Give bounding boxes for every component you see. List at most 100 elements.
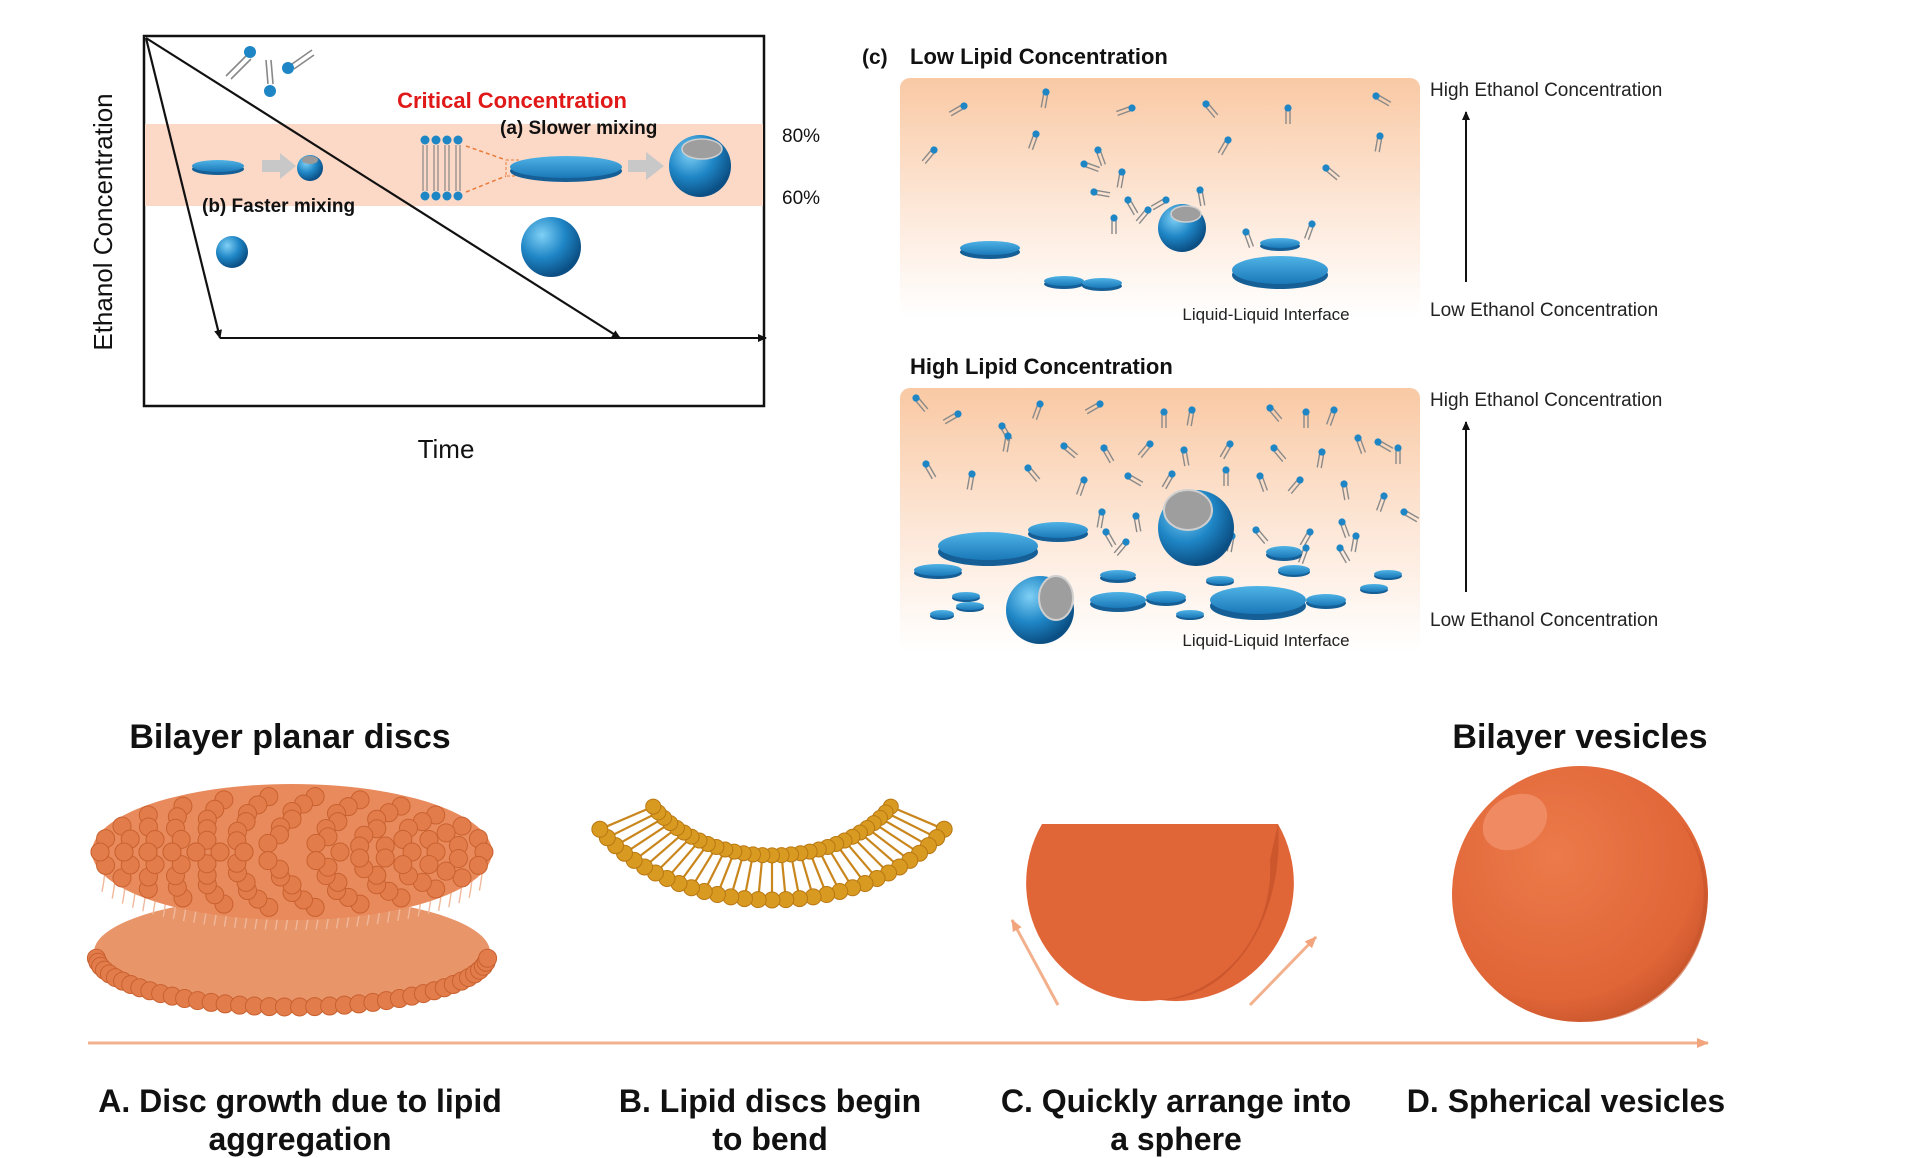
free-lipid-icon xyxy=(1325,406,1338,426)
free-lipid-icon xyxy=(948,102,968,117)
critical-concentration-label: Critical Concentration xyxy=(397,88,627,113)
panel-c: (c) Low Lipid Concentration Liquid-Liqui… xyxy=(862,44,1662,652)
bilayer-stack-icon xyxy=(420,135,521,201)
low-free-lipids xyxy=(921,88,1392,248)
high-high-ethanol-label: High Ethanol Concentration xyxy=(1430,390,1662,411)
free-lipid-icon xyxy=(1027,130,1040,150)
pct-60-label: 60% xyxy=(782,188,820,209)
free-lipid-icon xyxy=(1002,432,1012,453)
free-lipid-icon xyxy=(1394,444,1402,464)
free-lipid-icon xyxy=(1186,406,1196,427)
free-lipid-icon xyxy=(1354,434,1367,454)
free-lipid-icon xyxy=(1113,538,1130,556)
free-lipid-icon xyxy=(1135,206,1152,224)
faster-mixing-label: (b) Faster mixing xyxy=(202,196,355,217)
small-vesicle xyxy=(297,155,323,181)
fast-sphere xyxy=(216,236,248,268)
free-lipid-icon xyxy=(1202,100,1219,118)
free-lipid-icon xyxy=(1060,442,1078,459)
free-lipid-icon xyxy=(1124,196,1139,216)
free-lipid-icon xyxy=(1075,476,1088,496)
caption-c-line1: C. Quickly arrange into xyxy=(1000,1083,1352,1119)
free-lipid-icon xyxy=(1256,472,1269,492)
fast-mixing-line xyxy=(144,37,222,339)
free-lipid-icon xyxy=(1336,544,1351,564)
low-lipid-box xyxy=(900,78,1420,318)
free-lipid-icon xyxy=(1110,214,1118,234)
caption-a-line2: aggregation xyxy=(208,1121,392,1157)
free-lipid-icon xyxy=(1161,470,1176,490)
ethanol-time-plot: Critical Concentration (a) Slower mixing… xyxy=(88,34,820,464)
free-lipid-icon xyxy=(912,394,929,412)
high-vesicle-1 xyxy=(1158,489,1234,566)
free-lipid-icon xyxy=(1180,446,1190,467)
free-lipid-icon xyxy=(1297,544,1310,564)
large-disc xyxy=(510,156,622,182)
free-lipid-icon xyxy=(1219,440,1234,460)
caption-b-line2: to bend xyxy=(712,1121,828,1157)
free-lipid-icon xyxy=(1031,400,1044,420)
free-lipid-icon xyxy=(1222,466,1230,486)
free-lipid-icon xyxy=(1102,528,1117,548)
low-discs xyxy=(960,238,1328,291)
high-discs xyxy=(914,522,1402,620)
vesicle-sphere-illustration xyxy=(1452,766,1708,1023)
free-lipid-icon xyxy=(1302,408,1310,428)
low-vesicle xyxy=(1158,204,1206,252)
large-vesicle xyxy=(669,135,731,197)
free-lipid-icon xyxy=(1303,220,1316,240)
free-lipid-icon xyxy=(1132,512,1142,533)
panel-c-tag: (c) xyxy=(862,46,888,69)
free-lipid-icon xyxy=(1096,508,1106,529)
caption-c: C. Quickly arrange into a sphere xyxy=(976,1082,1376,1158)
slow-mixing-line xyxy=(145,37,621,339)
bilayer-vesicles-title: Bilayer vesicles xyxy=(1452,718,1707,756)
rise-arrow-right xyxy=(1248,935,1318,1007)
free-lipid-icon xyxy=(942,410,962,425)
plot-frame xyxy=(142,34,766,408)
free-lipid-icon xyxy=(1270,444,1287,462)
free-lipid-icon xyxy=(1040,88,1050,109)
free-lipid-icon xyxy=(1316,448,1326,469)
free-lipid-icon xyxy=(1150,196,1170,211)
free-lipid-icon xyxy=(1137,440,1154,458)
pct-80-label: 80% xyxy=(782,126,820,147)
free-lipid-icon xyxy=(1266,404,1283,422)
free-lipid-icon xyxy=(1338,518,1351,538)
free-lipid-icon xyxy=(1090,188,1111,198)
free-lipid-icon xyxy=(1160,408,1168,428)
free-lipid-icon xyxy=(1080,160,1100,173)
free-lipid-icon xyxy=(1024,464,1041,482)
caption-b-line1: B. Lipid discs begin xyxy=(618,1083,922,1119)
rise-arrow-left xyxy=(1010,919,1060,1006)
gray-arrow-small xyxy=(262,153,296,179)
free-lipid-icon xyxy=(1284,104,1292,124)
free-lipid-cluster xyxy=(225,46,315,97)
bending-disc-illustration xyxy=(591,798,953,909)
caption-c-line2: a sphere xyxy=(1110,1121,1242,1157)
gray-arrow-large xyxy=(628,152,664,180)
free-lipid-icon xyxy=(1287,476,1304,494)
y-axis-label: Ethanol Concentration xyxy=(88,93,118,350)
free-lipid-icon xyxy=(1116,168,1126,189)
free-lipid-icon xyxy=(1322,164,1340,181)
bilayer-disc-illustration xyxy=(86,784,498,1017)
free-lipid-icon xyxy=(1242,228,1255,248)
low-lipid-title: Low Lipid Concentration xyxy=(910,44,1168,69)
free-lipid-icon xyxy=(1094,146,1107,166)
caption-d: D. Spherical vesicles xyxy=(1376,1082,1756,1120)
caption-a-line1: A. Disc growth due to lipid xyxy=(98,1083,502,1119)
vesicle-formation-sequence: Bilayer planar discs Bilayer vesicles xyxy=(86,718,1709,1048)
slower-mixing-label: (a) Slower mixing xyxy=(500,118,657,139)
caption-d-line1: D. Spherical vesicles xyxy=(1406,1083,1726,1119)
free-lipid-icon xyxy=(1124,472,1144,487)
caption-a: A. Disc growth due to lipid aggregation xyxy=(70,1082,530,1158)
x-axis-label: Time xyxy=(418,434,475,464)
free-lipid-icon xyxy=(1196,186,1206,207)
free-lipid-icon xyxy=(1100,444,1115,464)
high-interface-label: Liquid-Liquid Interface xyxy=(1182,631,1349,650)
free-lipid-icon xyxy=(966,470,976,491)
free-lipid-icon xyxy=(921,146,938,164)
high-low-ethanol-label: Low Ethanol Concentration xyxy=(1430,610,1658,631)
